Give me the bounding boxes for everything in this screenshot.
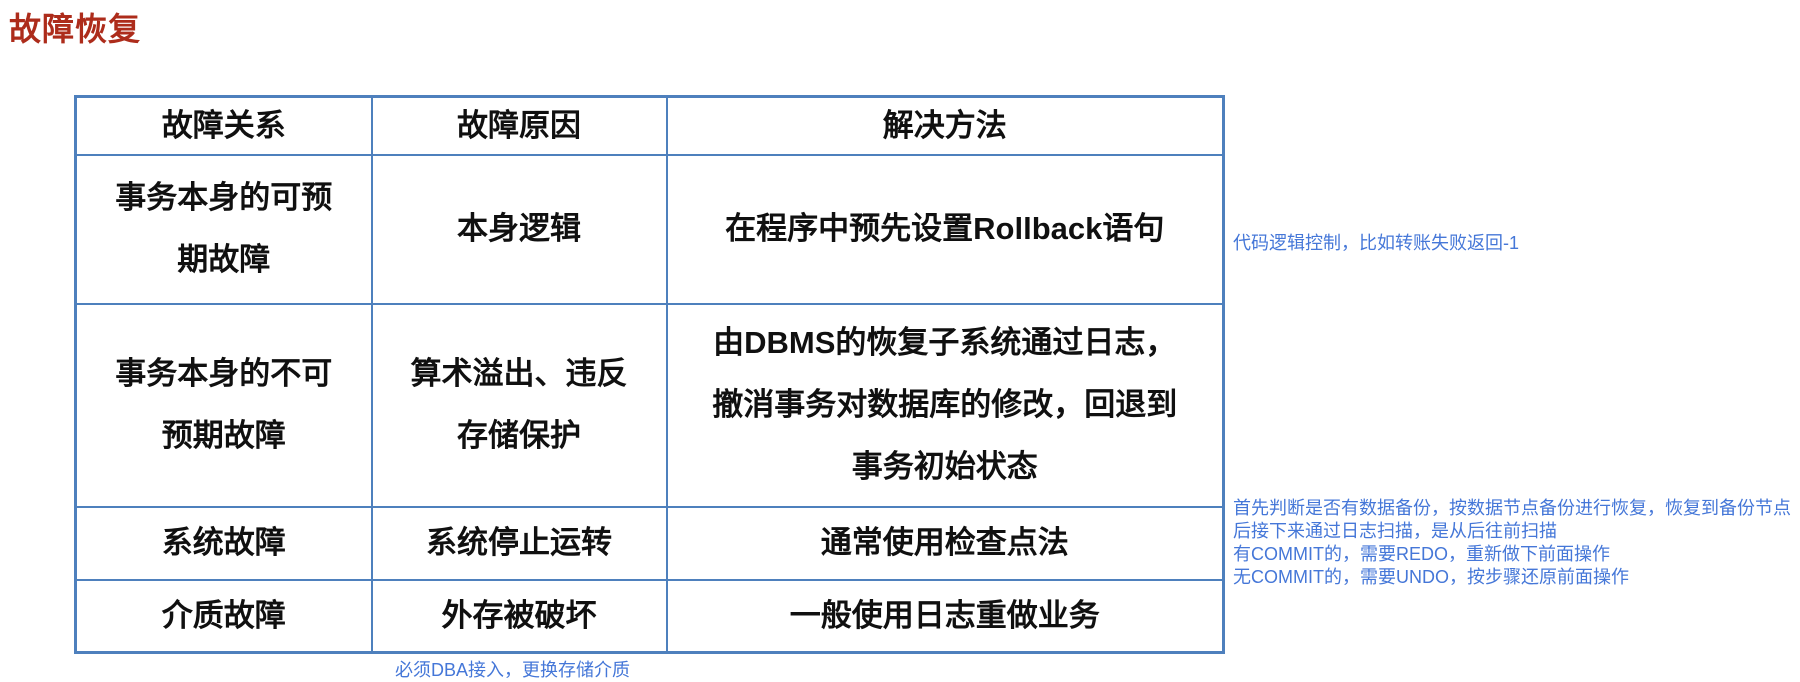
- cell-system-fault-cause: 系统停止运转: [370, 505, 668, 581]
- annotation-system-fault-line-3: 有COMMIT的，需要REDO，重新做下前面操作: [1233, 544, 1610, 564]
- annotation-system-fault-line-4: 无COMMIT的，需要UNDO，按步骤还原前面操作: [1233, 567, 1629, 587]
- table-row-media-fault: 介质故障 外存被破坏 一般使用日志重做业务: [74, 578, 1225, 654]
- cell-system-fault-solution: 通常使用检查点法: [665, 505, 1225, 581]
- cell-expected-fault-relation: 事务本身的可预 期故障: [74, 153, 373, 305]
- page-title: 故障恢复: [9, 11, 142, 47]
- cell-unexpected-fault-solution: 由DBMS的恢复子系统通过日志， 撤消事务对数据库的修改，回退到 事务初始状态: [665, 302, 1225, 508]
- cell-unexpected-fault-relation: 事务本身的不可 预期故障: [74, 302, 373, 508]
- table-row-expected-fault: 事务本身的可预 期故障 本身逻辑 在程序中预先设置Rollback语句: [74, 153, 1225, 305]
- table-header-row: 故障关系 故障原因 解决方法: [74, 95, 1225, 156]
- cell-unexpected-fault-cause: 算术溢出、违反 存储保护: [370, 302, 668, 508]
- cell-media-fault-relation: 介质故障: [74, 578, 373, 654]
- cell-expected-fault-solution: 在程序中预先设置Rollback语句: [665, 153, 1225, 305]
- header-fault-relation: 故障关系: [74, 95, 373, 156]
- annotation-rollback-note: 代码逻辑控制，比如转账失败返回-1: [1233, 233, 1520, 253]
- cell-media-fault-solution: 一般使用日志重做业务: [665, 578, 1225, 654]
- cell-expected-fault-cause: 本身逻辑: [370, 153, 668, 305]
- table-row-unexpected-fault: 事务本身的不可 预期故障 算术溢出、违反 存储保护 由DBMS的恢复子系统通过日…: [74, 302, 1225, 508]
- header-solution: 解决方法: [665, 95, 1225, 156]
- annotation-media-fault-note: 必须DBA接入，更换存储介质: [395, 660, 631, 680]
- annotation-system-fault-line-2: 后接下来通过日志扫描，是从后往前扫描: [1233, 521, 1557, 541]
- table-row-system-fault: 系统故障 系统停止运转 通常使用检查点法: [74, 505, 1225, 581]
- cell-system-fault-relation: 系统故障: [74, 505, 373, 581]
- annotation-system-fault-line-1: 首先判断是否有数据备份，按数据节点备份进行恢复，恢复到备份节点: [1233, 498, 1791, 518]
- cell-media-fault-cause: 外存被破坏: [370, 578, 668, 654]
- annotation-system-fault-notes: 首先判断是否有数据备份，按数据节点备份进行恢复，恢复到备份节点 后接下来通过日志…: [1233, 497, 1791, 589]
- fault-recovery-table: 故障关系 故障原因 解决方法 事务本身的可预 期故障 本身逻辑 在程序中预先设置…: [74, 95, 1225, 654]
- header-fault-cause: 故障原因: [370, 95, 668, 156]
